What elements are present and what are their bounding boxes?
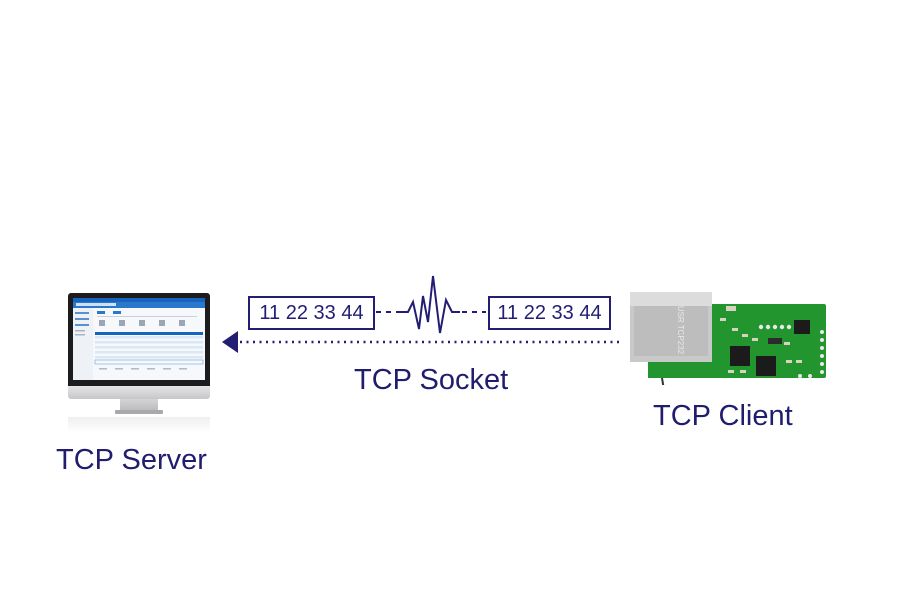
monitor-foot (115, 410, 163, 414)
client-board-graphic: USR TCP232 (630, 292, 826, 385)
socket-label: TCP Socket (354, 364, 509, 396)
server-software-screenshot (73, 298, 205, 380)
ethernet-module-board-icon: USR TCP232 (628, 290, 833, 385)
packet-bytes: 11 22 33 44 (259, 302, 364, 324)
arrow-left-icon (222, 331, 238, 353)
waveform-icon (400, 275, 460, 334)
client-label: TCP Client (653, 400, 793, 432)
server-label: TCP Server (56, 444, 207, 476)
monitor-screen (73, 298, 205, 380)
monitor-bezel (68, 293, 210, 389)
board-print: USR TCP232 (676, 306, 685, 355)
monitor-stand (120, 399, 158, 410)
packet-box-client-side: 11 22 33 44 (488, 296, 611, 330)
desktop-monitor-icon (68, 293, 210, 433)
monitor-chin (68, 386, 210, 399)
monitor-reflection (68, 417, 210, 433)
packet-box-server-side: 11 22 33 44 (248, 296, 375, 330)
packet-bytes: 11 22 33 44 (497, 302, 602, 324)
